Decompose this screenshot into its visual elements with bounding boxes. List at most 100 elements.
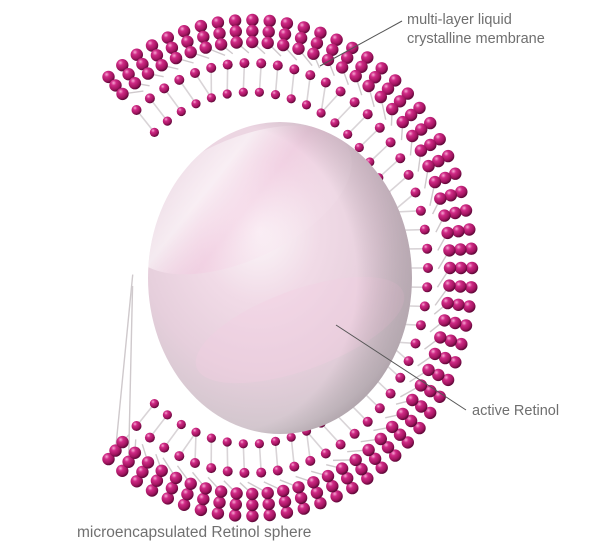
lipid-head-bead <box>116 436 128 448</box>
lipid-head-bead <box>375 123 385 133</box>
lipid-head-bead <box>246 36 258 48</box>
lipid-head-bead <box>239 468 249 478</box>
lipid-head-bead <box>422 364 434 376</box>
lipid-head-bead <box>163 117 172 126</box>
lipid-head-bead <box>406 130 418 142</box>
lipid-head-bead <box>292 481 304 493</box>
lipid-head-bead <box>441 297 453 309</box>
lipid-head-bead <box>206 63 216 73</box>
lipid-head-bead <box>264 15 276 27</box>
lipid-head-bead <box>129 77 141 89</box>
lipid-head-bead <box>142 456 154 468</box>
lipid-head-bead <box>263 26 275 38</box>
lipid-head-bead <box>454 243 466 255</box>
lipid-head-bead <box>174 451 184 461</box>
lipid-head-bead <box>404 170 414 180</box>
lipid-head-bead <box>422 282 432 292</box>
lipid-head-bead <box>298 21 310 33</box>
lipid-head-bead <box>195 20 207 32</box>
membrane-label-line1: multi-layer liquid <box>407 11 545 30</box>
lipid-head-bead <box>277 485 289 497</box>
lipid-head-bead <box>423 263 433 273</box>
lipid-head-bead <box>116 88 128 100</box>
lipid-head-bead <box>281 506 293 518</box>
lipid-head-bead <box>429 176 441 188</box>
lipid-head-bead <box>336 87 346 97</box>
lipid-head-bead <box>200 41 212 53</box>
lipid-head-bead <box>263 498 275 510</box>
lipid-head-bead <box>295 492 307 504</box>
retinol-core-sphere <box>106 95 417 434</box>
lipid-head-bead <box>229 509 241 521</box>
lipid-head-bead <box>156 465 168 477</box>
lipid-head-bead <box>145 93 155 103</box>
lipid-head-bead <box>129 447 141 459</box>
lipid-head-bead <box>395 153 405 163</box>
lipid-head-bead <box>170 52 182 64</box>
lipid-head-bead <box>322 470 334 482</box>
lipid-head-bead <box>362 80 374 92</box>
lipid-head-bead <box>317 108 326 117</box>
lipid-head-bead <box>336 61 348 73</box>
lipid-head-bead <box>256 58 266 68</box>
lipid-head-bead <box>449 317 461 329</box>
lipid-head-bead <box>411 339 421 349</box>
lipid-head-bead <box>438 314 450 326</box>
lipid-head-bead <box>159 83 169 93</box>
lipid-head-bead <box>438 209 450 221</box>
membrane-label-line2: crystalline membrane <box>407 30 545 49</box>
lipid-head-bead <box>311 487 323 499</box>
lipid-head-bead <box>375 91 387 103</box>
lipid-head-bead <box>206 463 216 473</box>
lipid-head-bead <box>156 59 168 71</box>
lipid-head-bead <box>375 403 385 413</box>
lipid-head-bead <box>191 99 200 108</box>
lipid-head-bead <box>132 105 142 115</box>
lipid-head-bead <box>434 192 446 204</box>
lipid-head-bead <box>289 462 299 472</box>
lipid-head-bead <box>307 48 319 60</box>
lipid-head-bead <box>292 43 304 55</box>
lipid-head-bead <box>229 14 241 26</box>
lipid-head-bead <box>302 100 311 109</box>
lipid-head-bead <box>420 225 430 235</box>
lipid-head-bead <box>287 433 296 442</box>
lipid-head-bead <box>264 509 276 521</box>
lipid-head-bead <box>213 27 225 39</box>
lipid-head-bead <box>460 319 472 331</box>
lipid-head-bead <box>307 476 319 488</box>
lipid-head-bead <box>255 88 264 97</box>
lipid-head-bead <box>178 499 190 511</box>
lipid-head-bead <box>212 507 224 519</box>
lipid-head-bead <box>239 439 248 448</box>
lipid-head-bead <box>215 38 227 50</box>
lipid-head-bead <box>230 498 242 510</box>
lipid-head-bead <box>239 88 248 97</box>
lipid-head-bead <box>246 499 258 511</box>
lipid-head-bead <box>343 130 352 139</box>
lipid-head-bead <box>185 46 197 58</box>
lipid-head-bead <box>281 17 293 29</box>
lipid-head-bead <box>463 223 475 235</box>
lipid-head-bead <box>298 502 310 514</box>
lipid-head-bead <box>416 206 426 216</box>
lipid-head-bead <box>195 504 207 516</box>
lipid-head-bead <box>311 37 323 49</box>
lipid-head-bead <box>441 227 453 239</box>
lipid-head-bead <box>454 280 466 292</box>
lipid-head-bead <box>445 189 457 201</box>
lipid-head-bead <box>422 244 432 254</box>
lipid-head-bead <box>279 496 291 508</box>
lipid-head-bead <box>363 417 373 427</box>
lipid-head-bead <box>415 144 427 156</box>
lipid-head-bead <box>262 37 274 49</box>
lipid-head-bead <box>362 444 374 456</box>
lipid-head-bead <box>213 496 225 508</box>
lipid-head-bead <box>212 16 224 28</box>
lipid-head-bead <box>190 458 200 468</box>
lipid-head-bead <box>150 399 159 408</box>
lipid-head-bead <box>145 433 155 443</box>
lipid-head-bead <box>443 279 455 291</box>
lipid-head-bead <box>336 462 348 474</box>
